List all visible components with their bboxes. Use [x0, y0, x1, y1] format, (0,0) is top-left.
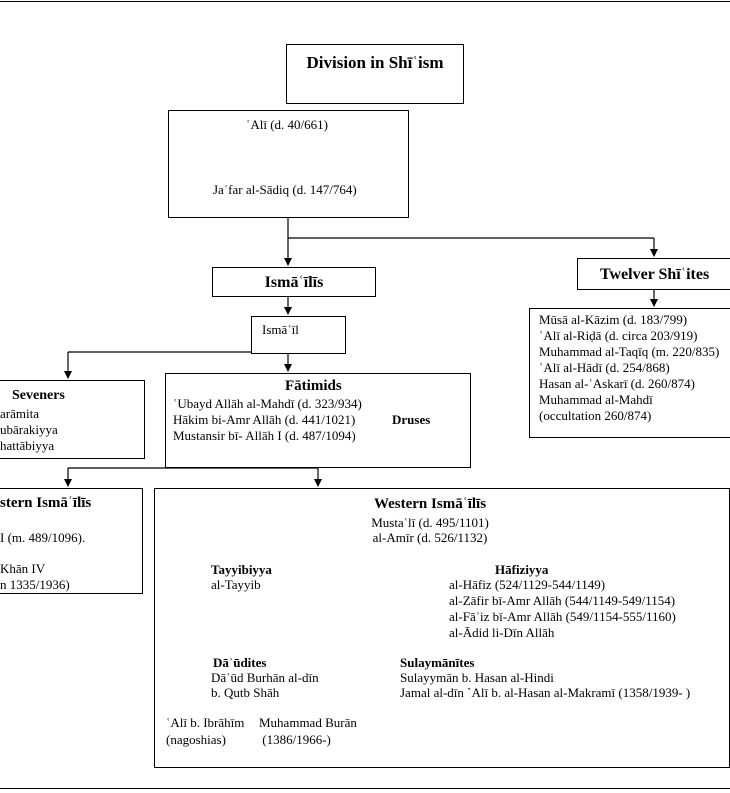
sulaymanites-title: Sulaymānītes	[400, 655, 475, 670]
ismailis-box: Ismāʿīlīs	[212, 267, 376, 297]
seveners-item: hattābiyya	[0, 438, 55, 453]
ali-jafar-box	[168, 110, 409, 218]
seveners-item: ubārakiyya	[0, 422, 58, 437]
tayyib-node: al-Tayyib	[211, 577, 261, 592]
fatimids-item: Mustansir bī- Allāh I (d. 487/1094)	[173, 428, 356, 443]
ali-node: ʿAlī (d. 40/661)	[246, 117, 328, 132]
muhammad-buran-node: Muhammad Burān	[259, 715, 357, 730]
eastern-box	[0, 488, 143, 594]
hafiziyya-item: al-Fāʾiz bī-Amr Allāh (549/1154-555/1160…	[449, 609, 676, 624]
muhammad-buran-note: (1386/1966-)	[259, 732, 331, 747]
ismailis-label: Ismāʿīlīs	[264, 274, 324, 291]
musta-node: Mustaʿlī (d. 495/1101)	[371, 515, 489, 530]
ismail-label: Ismāʿīl	[262, 322, 299, 337]
twelver-item: Hasan al-ʿAskarī (d. 260/874)	[539, 376, 695, 391]
twelver-item: Mūsā al-Kāzim (d. 183/799)	[539, 312, 688, 327]
title-box: Division in Shīʿism	[286, 44, 464, 104]
twelver-title-box: Twelver Shīʿites	[577, 258, 730, 290]
hafiziyya-item: al-Hāfiz (524/1129-544/1149)	[449, 577, 606, 592]
daudites-item: Dāʾūd Burhān al-dīn	[211, 670, 319, 685]
ali-ibrahim-node: ʿAlī b. Ibrāhīm	[166, 715, 245, 730]
tayyibiyya-title: Tayyibiyya	[211, 562, 272, 577]
fatimids-item: ʿUbayd Allāh al-Mahdī (d. 323/934)	[173, 396, 362, 411]
twelver-item: (occultation 260/874)	[539, 408, 652, 423]
sulaymanites-item: Jamal al-dīn `Alī b. al-Hasan al-Makramī…	[400, 685, 691, 700]
diagram-title: Division in Shīʿism	[306, 53, 444, 72]
western-title: Western Ismāʿīlīs	[373, 496, 487, 512]
fatimids-item: Hākim bi-Amr Allāh (d. 441/1021)	[173, 412, 356, 427]
twelver-item: Muhammad al-Taqīq (m. 220/835)	[539, 344, 720, 359]
twelver-item: ʿAlī al-Hādī (d. 254/868)	[539, 360, 670, 375]
twelver-list-box	[529, 308, 730, 438]
twelver-item: Muhammad al-Mahdī	[539, 392, 653, 407]
daudites-title: Dāʾūdites	[213, 655, 267, 670]
top-rule	[0, 1, 730, 2]
eastern-item: n 1335/1936)	[0, 577, 70, 592]
bottom-rule	[0, 788, 730, 789]
twelver-title: Twelver Shīʿites	[600, 266, 710, 283]
hafiziyya-title: Hāfiziyya	[495, 562, 549, 577]
seveners-box	[0, 380, 145, 459]
western-box	[154, 488, 730, 768]
amir-node: al-Amīr (d. 526/1132)	[372, 530, 488, 545]
hafiziyya-item: al-Ādid li-Dīn Allāh	[449, 625, 555, 640]
hafiziyya-item: al-Zāfir bī-Amr Allāh (544/1149-549/1154…	[449, 593, 676, 608]
seveners-item: arāmita	[0, 406, 39, 421]
sulaymanites-item: Sulayymān b. Hasan al-Hindi	[400, 670, 554, 685]
daudites-item: b. Qutb Shāh	[211, 685, 280, 700]
eastern-item: Khān IV	[0, 561, 46, 576]
jafar-node: Jaʿfar al-Sādiq (d. 147/764)	[213, 182, 357, 197]
seveners-title: Seveners	[12, 388, 65, 403]
ali-ibrahim-note: (nagoshias)	[166, 732, 226, 747]
eastern-item: I (m. 489/1096).	[0, 530, 86, 545]
twelver-item: ʿAlī al-Riḍā (d. circa 203/919)	[539, 328, 698, 343]
eastern-title: stern Ismāʿīlīs	[0, 495, 92, 511]
fatimids-title: Fātimids	[285, 378, 342, 394]
fatimids-box	[165, 373, 471, 468]
druses-label: Druses	[392, 412, 431, 427]
ismail-box: Ismāʿīl	[251, 316, 346, 354]
